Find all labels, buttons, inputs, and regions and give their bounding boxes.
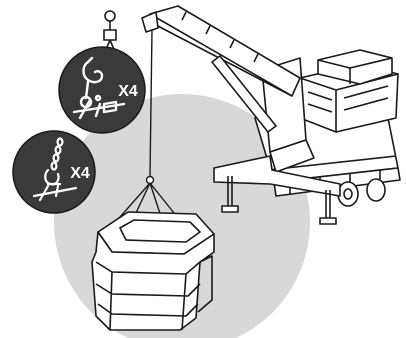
- tank: [92, 212, 214, 330]
- hook-badge: X4: [59, 47, 145, 133]
- chain-badge: X4: [13, 131, 95, 213]
- chain-multiplier-label: X4: [70, 165, 90, 182]
- hook-multiplier-label: X4: [118, 83, 138, 100]
